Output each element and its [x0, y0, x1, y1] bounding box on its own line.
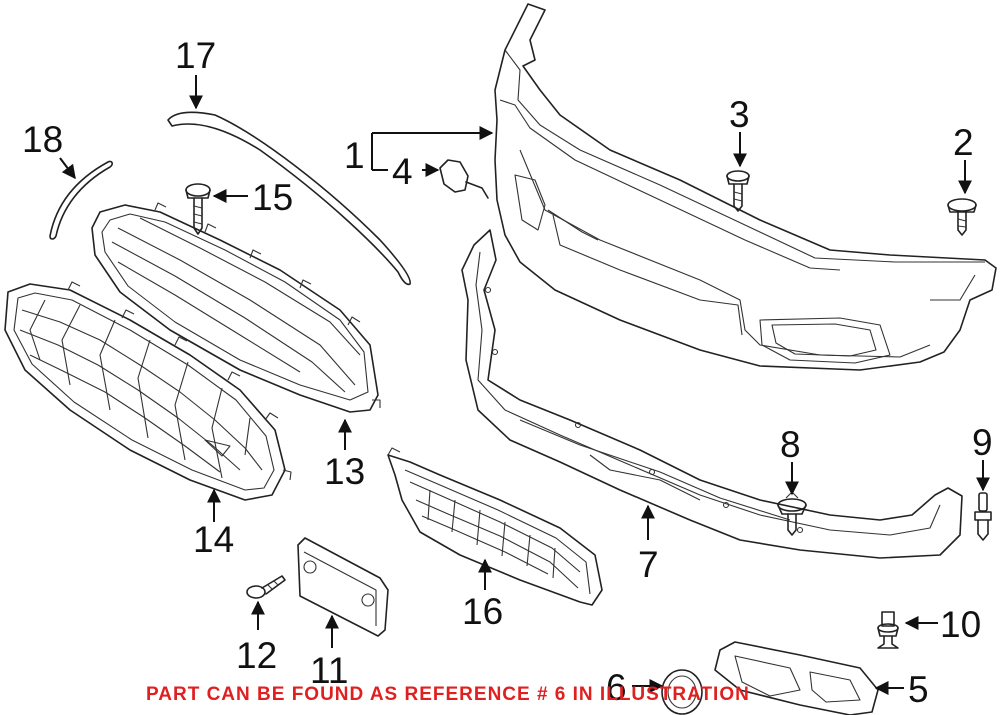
- callout-8[interactable]: 8: [780, 424, 801, 465]
- reference-notice: PART CAN BE FOUND AS REFERENCE # 6 IN IL…: [146, 684, 750, 705]
- callout-5[interactable]: 5: [908, 669, 929, 710]
- callout-16[interactable]: 16: [462, 591, 503, 632]
- callout-3[interactable]: 3: [729, 94, 750, 135]
- trim-strip[interactable]: [49, 160, 113, 240]
- lower-grille[interactable]: [387, 447, 603, 606]
- bumper-cover[interactable]: [494, 3, 997, 371]
- callout-7[interactable]: 7: [638, 544, 659, 585]
- callout-15[interactable]: 15: [252, 177, 293, 218]
- grille-molding-strip[interactable]: [167, 111, 411, 286]
- tow-hook-cover[interactable]: [439, 159, 489, 199]
- lower-spoiler[interactable]: [461, 229, 963, 559]
- screw-part-15[interactable]: [185, 183, 211, 235]
- callout-1[interactable]: 1: [344, 135, 365, 176]
- screw-part-2[interactable]: [947, 198, 977, 236]
- screw-part-3[interactable]: [726, 170, 750, 212]
- screw-part-12[interactable]: [246, 575, 286, 599]
- clip-part-9[interactable]: [974, 492, 992, 541]
- callout-labels: 1 2 3 4 5 6 7 8 9 10 11 12 13 14 15 16 1…: [22, 35, 993, 710]
- callout-10[interactable]: 10: [940, 604, 981, 645]
- callout-12[interactable]: 12: [236, 635, 277, 676]
- callout-6[interactable]: 6: [606, 667, 627, 708]
- callout-2[interactable]: 2: [953, 122, 974, 163]
- fog-light-bezel[interactable]: [714, 641, 879, 715]
- callout-11[interactable]: 11: [310, 650, 348, 691]
- leader-lines: [59, 75, 990, 695]
- callout-17[interactable]: 17: [175, 35, 216, 76]
- callout-4[interactable]: 4: [392, 151, 413, 192]
- callout-18[interactable]: 18: [22, 119, 63, 160]
- callout-14[interactable]: 14: [193, 519, 234, 560]
- license-plate-bracket[interactable]: [297, 537, 389, 637]
- callout-9[interactable]: 9: [972, 422, 993, 463]
- clip-part-10[interactable]: [877, 611, 899, 649]
- mesh-grille[interactable]: [4, 281, 292, 501]
- upper-grille-frame[interactable]: [91, 202, 381, 413]
- callout-13[interactable]: 13: [324, 451, 365, 492]
